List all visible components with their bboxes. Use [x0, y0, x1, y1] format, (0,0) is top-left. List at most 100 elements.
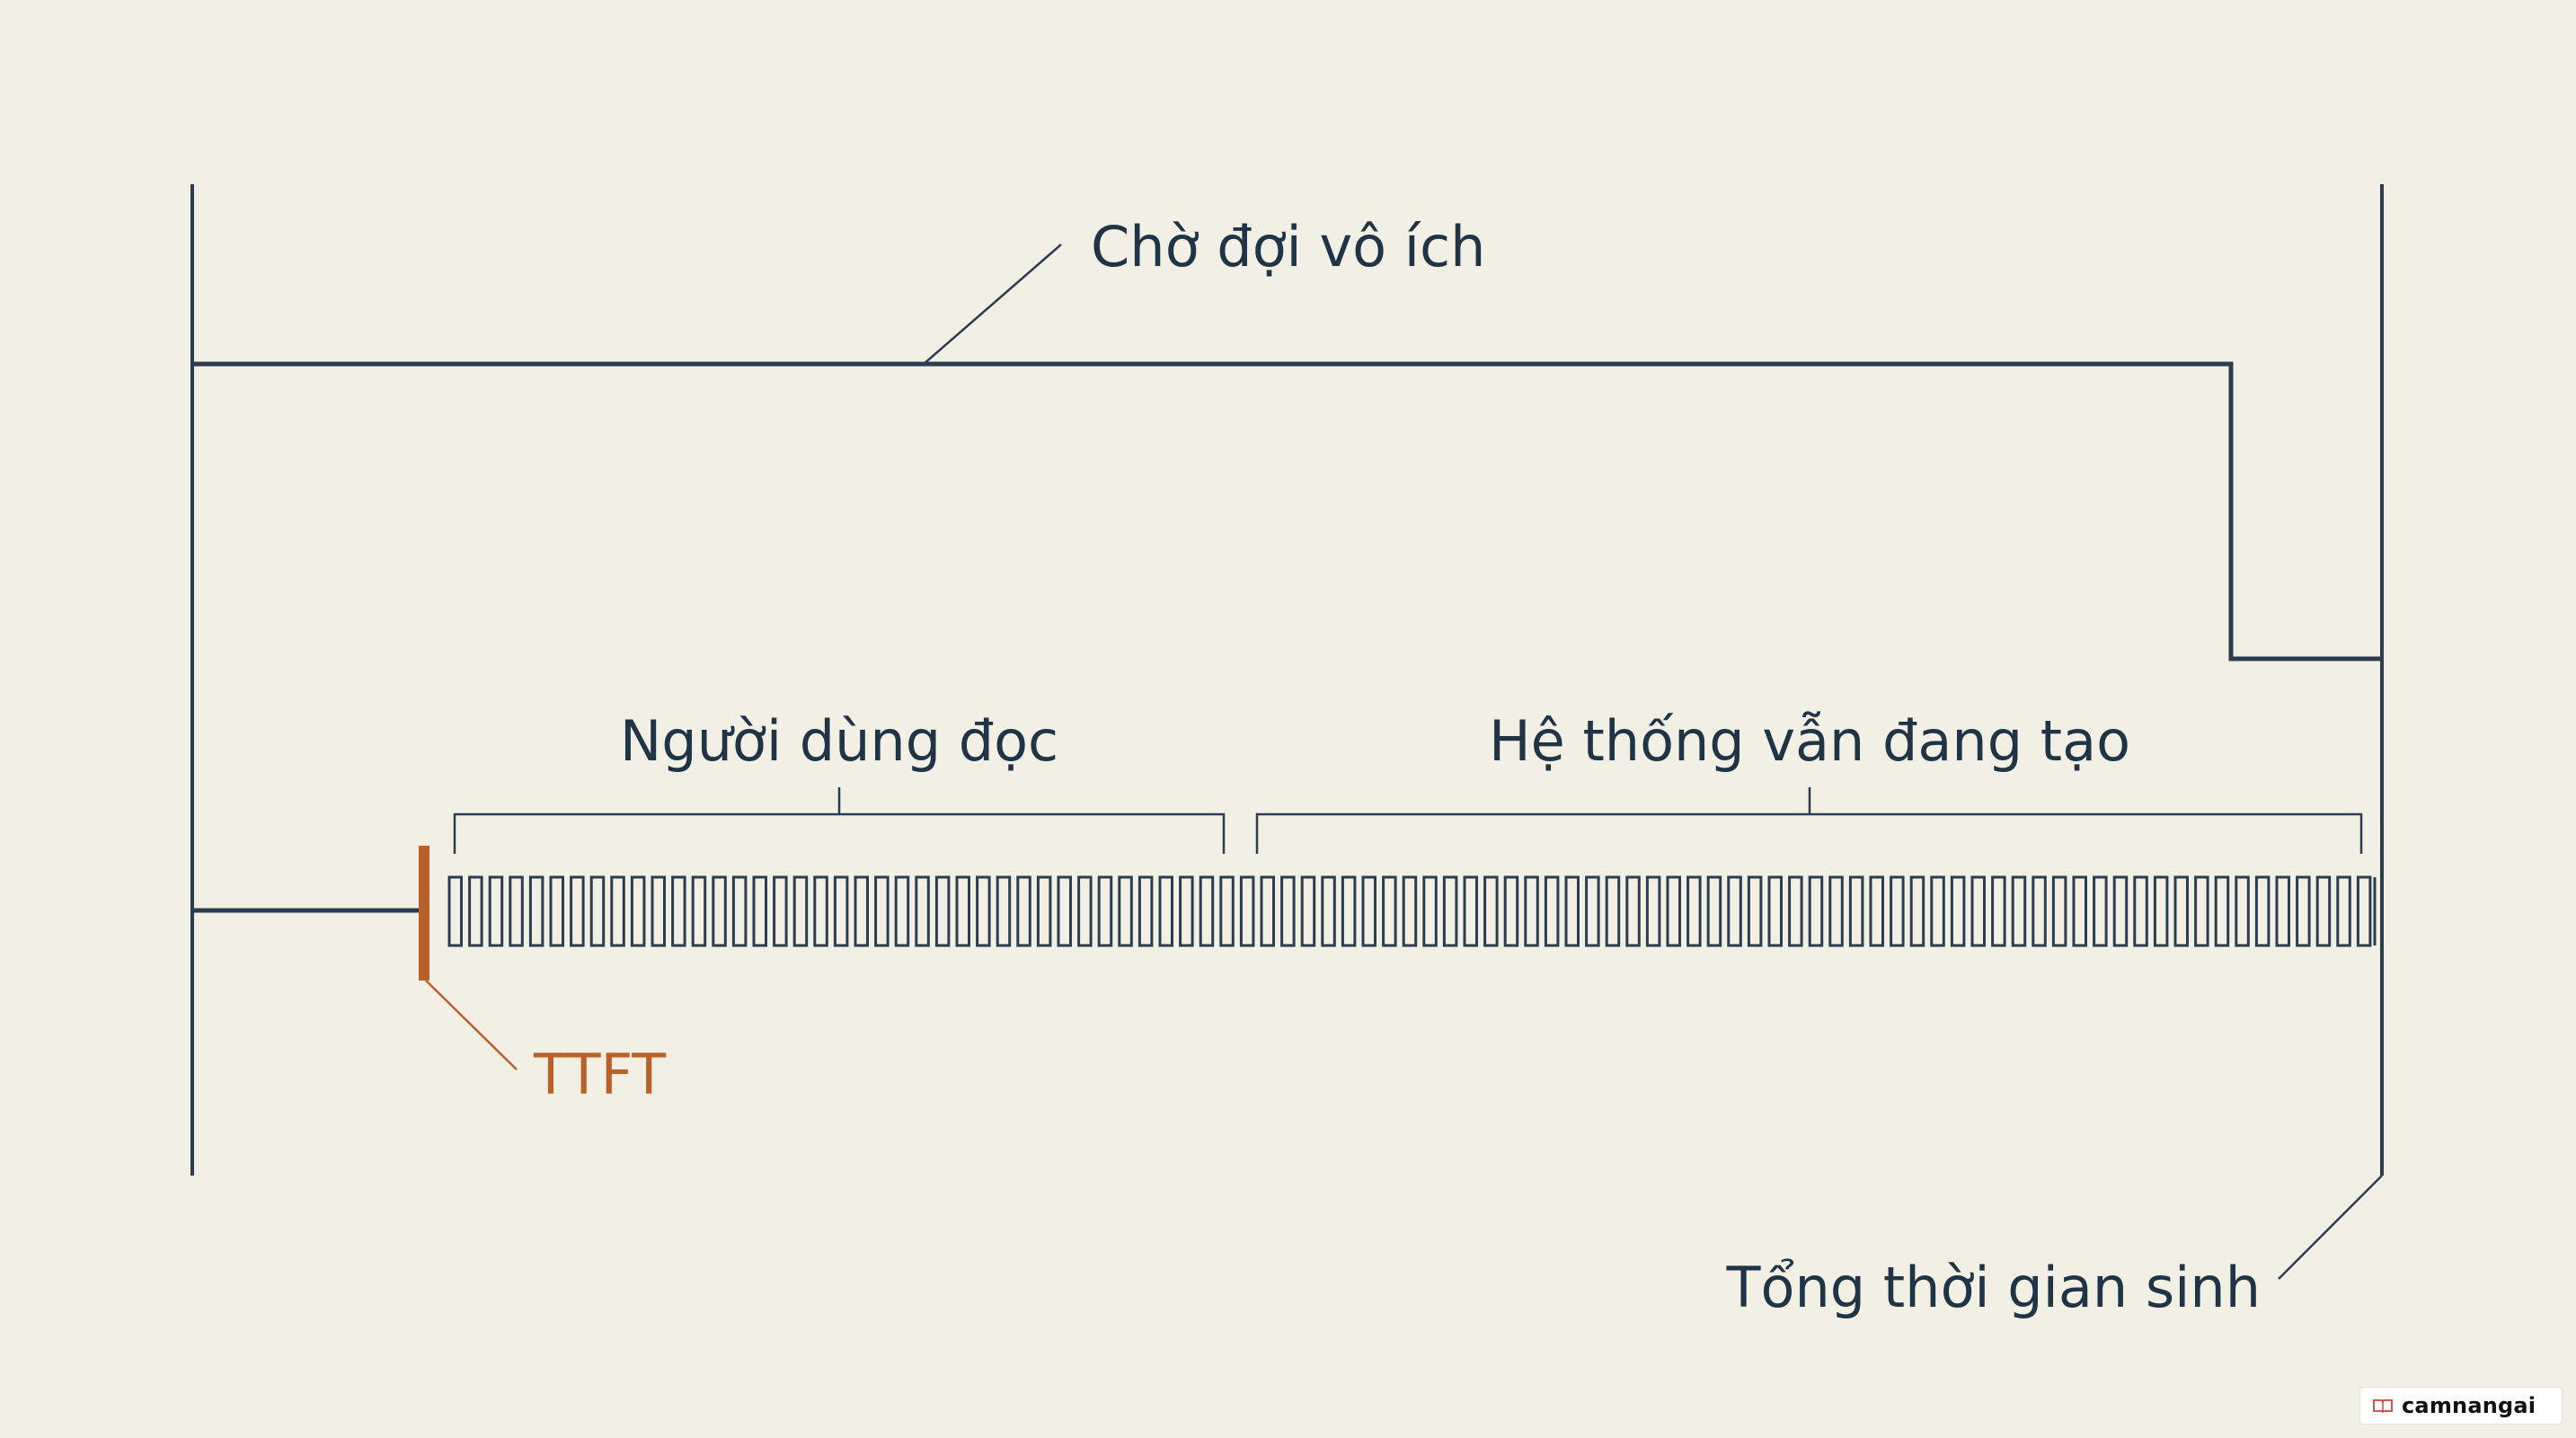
token-block [752, 875, 767, 947]
token-block [1016, 875, 1031, 947]
token-block [2315, 875, 2332, 947]
token-block [1524, 875, 1539, 947]
token-block [1382, 875, 1397, 947]
token-block [1686, 875, 1702, 947]
token-block [1544, 875, 1560, 947]
token-block [996, 875, 1012, 947]
token-block [1890, 875, 1905, 947]
token-block [1402, 875, 1418, 947]
token-block [955, 875, 970, 947]
token-block [1727, 875, 1742, 947]
token-block [712, 875, 727, 947]
token-block [468, 875, 483, 947]
token-block [1361, 875, 1377, 947]
token-block [2011, 875, 2027, 947]
token-block [2051, 875, 2067, 947]
system-generating-bracket [1255, 787, 2363, 854]
token-block [813, 875, 828, 947]
token-block [1930, 875, 1945, 947]
token-block [1057, 875, 1072, 947]
token-block [570, 875, 585, 947]
book-icon [2373, 1399, 2393, 1413]
token-block [1239, 875, 1255, 947]
token-block [1605, 875, 1621, 947]
wasted-wait-label: Chờ đợi vô ích [1091, 214, 1485, 280]
token-block [1219, 875, 1235, 947]
token-block [1788, 875, 1803, 947]
token-stream [447, 875, 2377, 947]
token-block [1767, 875, 1783, 947]
token-block [2194, 875, 2209, 947]
token-block [2214, 875, 2230, 947]
token-block [1706, 875, 1722, 947]
system-generating-label: Hệ thống vẫn đang tạo [1489, 708, 2130, 774]
token-block [2072, 875, 2087, 947]
token-block [1260, 875, 1275, 947]
wasted-wait-leader [923, 244, 1062, 365]
token-block [691, 875, 707, 947]
token-block [1909, 875, 1925, 947]
token-block [1199, 875, 1215, 947]
token-block [651, 875, 666, 947]
token-block [488, 875, 504, 947]
token-block [447, 875, 463, 947]
token-block [671, 875, 686, 947]
ttft-marker [419, 846, 429, 981]
ttft-label: TTFT [533, 1042, 667, 1107]
token-block [1950, 875, 1966, 947]
token-block [731, 875, 748, 947]
token-block [1645, 875, 1661, 947]
token-block [854, 875, 869, 947]
token-block [1666, 875, 1681, 947]
token-block [934, 875, 951, 947]
token-block [1564, 875, 1580, 947]
token-block [549, 875, 564, 947]
token-block [1280, 875, 1296, 947]
token-block [2153, 875, 2169, 947]
token-block [1869, 875, 1884, 947]
token-block [1321, 875, 1336, 947]
token-block [1463, 875, 1478, 947]
token-block [2336, 875, 2351, 947]
user-reading-bracket [453, 787, 1226, 854]
token-block [1625, 875, 1641, 947]
token-block [1991, 875, 2006, 947]
token-block [1158, 875, 1173, 947]
token-block [1422, 875, 1438, 947]
token-block [1077, 875, 1093, 947]
token-block [589, 875, 606, 947]
token-block [610, 875, 625, 947]
total-time-label: Tổng thời gian sinh [1726, 1255, 2261, 1320]
token-block [2093, 875, 2108, 947]
token-block [773, 875, 788, 947]
ttft-leader [425, 980, 518, 1070]
token-block [976, 875, 991, 947]
token-block [1300, 875, 1316, 947]
token-block [1036, 875, 1052, 947]
token-block [1442, 875, 1458, 947]
token-block [2112, 875, 2129, 947]
token-block [1118, 875, 1133, 947]
token-block [2296, 875, 2311, 947]
token-block [874, 875, 890, 947]
token-block [1179, 875, 1194, 947]
token-block [1585, 875, 1600, 947]
token-block [1483, 875, 1499, 947]
non-streaming-path [192, 361, 2382, 661]
user-reading-label: Người dùng đọc [620, 708, 1058, 774]
token-block [528, 875, 544, 947]
token-block [1828, 875, 1844, 947]
token-block [2275, 875, 2290, 947]
watermark-badge: camnangai [2360, 1388, 2562, 1424]
token-block [509, 875, 524, 947]
total-time-leader [2278, 1175, 2383, 1280]
token-block [2032, 875, 2047, 947]
token-block [2133, 875, 2148, 947]
token-block [833, 875, 849, 947]
token-block [1341, 875, 1357, 947]
token-block [792, 875, 809, 947]
token-block [2356, 875, 2372, 947]
token-block [915, 875, 930, 947]
token-block [1970, 875, 1986, 947]
